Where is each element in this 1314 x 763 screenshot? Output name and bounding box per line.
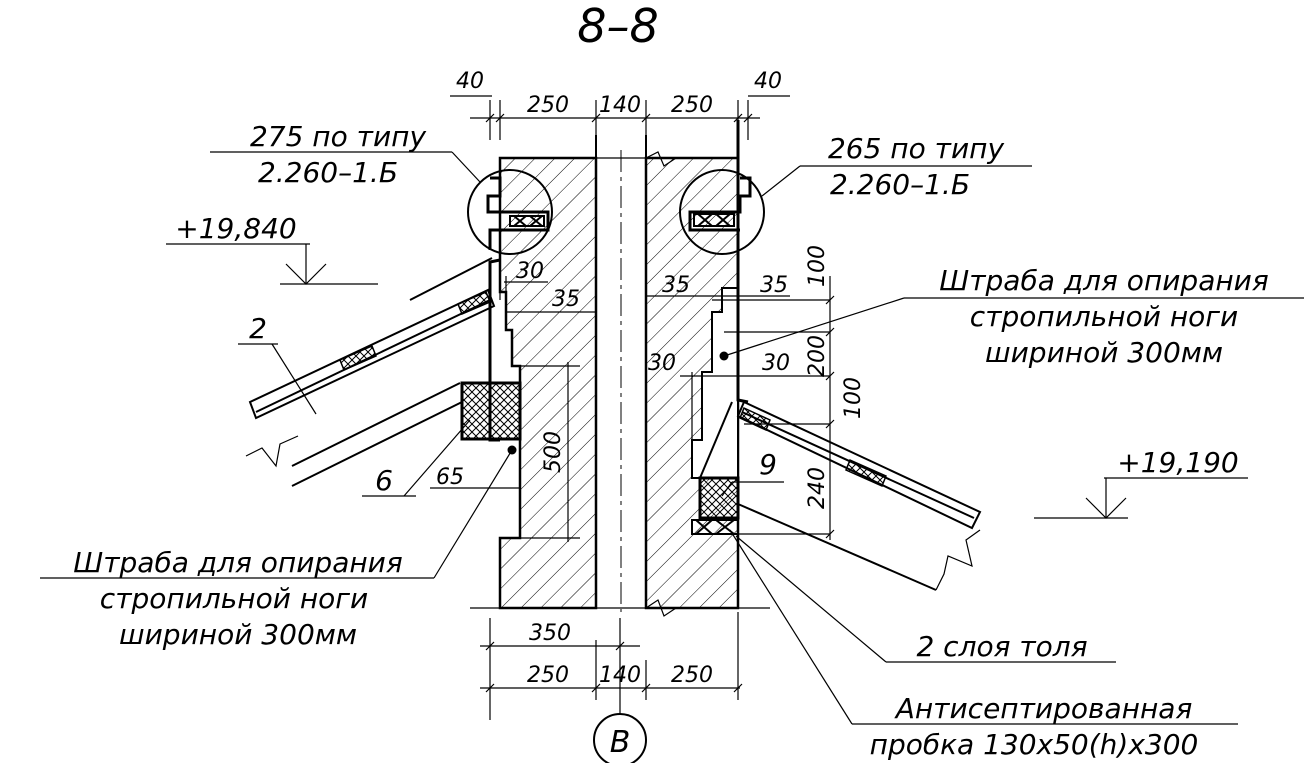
dim-right-v-100-a: 100 bbox=[805, 245, 830, 287]
shtraba-right-line1: Штраба для опирания bbox=[939, 264, 1268, 297]
dim-left-offset-65: 65 bbox=[436, 465, 464, 490]
dim-right-v-200: 200 bbox=[805, 335, 830, 377]
dim-right-step-35-b: 35 bbox=[760, 273, 788, 298]
dim-right-v-240: 240 bbox=[805, 467, 830, 509]
section-title: 8–8 bbox=[577, 0, 659, 53]
elevation-right-mark bbox=[1034, 477, 1248, 519]
shtraba-right-line2: стропильной ноги bbox=[970, 300, 1238, 333]
detail-bubble-right bbox=[679, 169, 765, 255]
shtraba-left-line2: стропильной ноги bbox=[100, 582, 368, 615]
reference-left bbox=[210, 151, 481, 183]
dim-bottom-channel: 140 bbox=[599, 663, 641, 688]
dim-top-channel: 140 bbox=[599, 93, 641, 118]
elevation-left-mark bbox=[166, 243, 378, 285]
dim-top-left-offset: 40 bbox=[456, 69, 484, 94]
bottom-dimensions bbox=[480, 612, 743, 720]
antiseptic-plug bbox=[698, 476, 740, 520]
plug-note-line2: пробка 130х50(h)х300 bbox=[870, 728, 1199, 761]
item-9: 9 bbox=[759, 448, 777, 481]
item-9-leader bbox=[721, 481, 784, 497]
shtraba-right-leader bbox=[723, 297, 1304, 357]
detail-bubble-left bbox=[467, 169, 553, 255]
dim-right-step-30-a: 30 bbox=[648, 351, 676, 376]
dim-bottom-wall-right: 250 bbox=[671, 663, 713, 688]
right-step-dimensions bbox=[646, 276, 835, 540]
dim-right-v-100-b: 100 bbox=[841, 377, 866, 419]
reference-right-top: 265 по типу bbox=[828, 132, 1004, 165]
reference-right-bottom: 2.260–1.Б bbox=[830, 168, 970, 201]
shtraba-left-line3: шириной 300мм bbox=[119, 618, 357, 651]
roof-right bbox=[691, 120, 982, 591]
dim-bottom-overall: 350 bbox=[529, 621, 571, 646]
top-dimensions bbox=[450, 95, 790, 140]
dim-left-height-500: 500 bbox=[541, 431, 566, 473]
dim-right-step-30-b: 30 bbox=[762, 351, 790, 376]
roofing-note: 2 слоя толя bbox=[916, 630, 1087, 663]
item-6: 6 bbox=[375, 464, 393, 497]
axis-marker-label: В bbox=[610, 725, 631, 760]
reference-left-bottom: 2.260–1.Б bbox=[258, 156, 398, 189]
item-2: 2 bbox=[249, 312, 267, 345]
flue-channel bbox=[595, 135, 647, 612]
reference-right bbox=[761, 165, 1032, 197]
elevation-right: +19,190 bbox=[1117, 446, 1238, 479]
dim-top-wall-right: 250 bbox=[671, 93, 713, 118]
plug-note-line1: Антисептированная bbox=[894, 692, 1193, 725]
shtraba-left-leader bbox=[40, 449, 513, 579]
elevation-left: +19,840 bbox=[175, 212, 296, 245]
plug-leader bbox=[729, 529, 1238, 725]
roof-left bbox=[245, 257, 522, 487]
item-6-leader bbox=[362, 419, 471, 497]
shtraba-right-line3: шириной 300мм bbox=[985, 336, 1223, 369]
dim-right-step-35-a: 35 bbox=[662, 273, 690, 298]
dim-bottom-wall-left: 250 bbox=[527, 663, 569, 688]
dim-left-step-35: 35 bbox=[552, 287, 580, 312]
reference-left-top: 275 по типу bbox=[250, 120, 426, 153]
left-step-dimensions bbox=[430, 276, 596, 542]
item-2-leader bbox=[238, 343, 317, 415]
dim-top-wall-left: 250 bbox=[527, 93, 569, 118]
roofing-leader bbox=[735, 535, 1116, 663]
dim-top-right-offset: 40 bbox=[754, 69, 782, 94]
dim-left-step-30: 30 bbox=[516, 259, 544, 284]
shtraba-left-line1: Штраба для опирания bbox=[73, 546, 402, 579]
